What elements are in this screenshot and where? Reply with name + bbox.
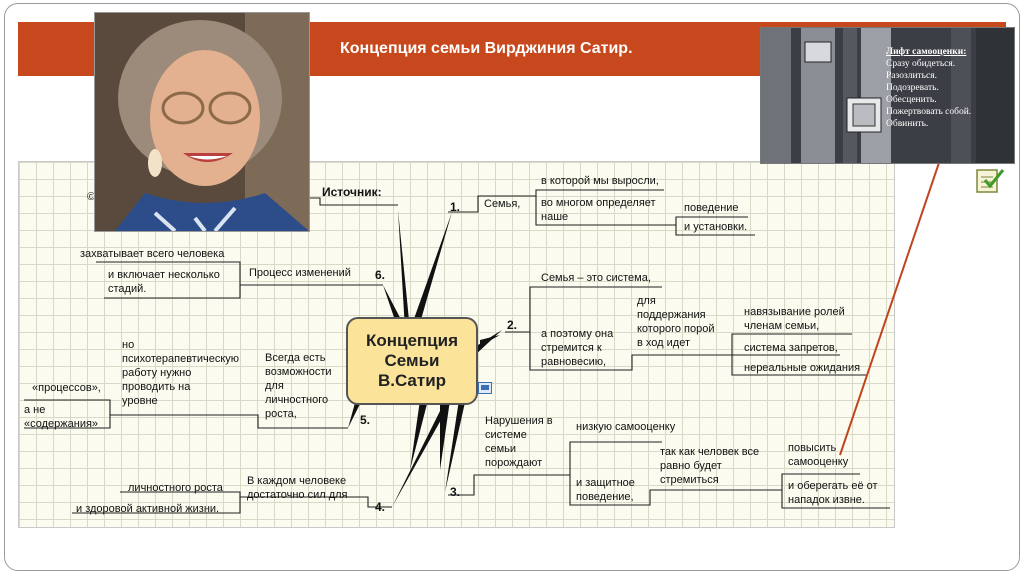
branch-4-sub1: личностного роста [128, 482, 223, 494]
branch-5-number: 5. [360, 413, 371, 427]
portrait-illustration [95, 13, 309, 231]
branch-5-sub2: «процессов», [32, 382, 101, 394]
copyright-mark: © [87, 191, 96, 203]
elevator-line-6: Обвинить. [886, 119, 929, 129]
branch-3-sub5: и оберегать её от нападок извне. [788, 480, 878, 506]
source-label: Источник: [322, 185, 382, 199]
branch-6-number: 6. [375, 268, 386, 282]
branch-2-sub1: а поэтому она стремится к равновесию, [541, 328, 614, 368]
branch-2-number: 2. [507, 318, 518, 332]
branch-1-sub3: поведение [684, 202, 739, 214]
elevator-illustration [761, 28, 1014, 163]
branch-6-label: Процесс изменений [249, 267, 351, 279]
branch-4-sub2: и здоровой активной жизни. [76, 503, 220, 515]
branch-5-sub3: а не «содержания» [24, 404, 99, 430]
branch-6-sub2: и включает несколько стадий. [108, 269, 220, 295]
elevator-caption: Лифт самооценки: Сразу обидеться. Разозл… [886, 46, 1006, 130]
branch-4-number: 4. [375, 500, 386, 514]
branch-3-sub1: низкую самооценку [576, 421, 676, 433]
elevator-image [760, 27, 1015, 164]
branch-1-number: 1. [450, 200, 461, 214]
branch-3-sub4: повысить самооценку [788, 442, 849, 468]
elevator-heading: Лифт самооценки: [886, 47, 967, 57]
elevator-line-4: Обесценить. [886, 95, 937, 105]
branch-1-sub1: в которой мы выросли, [541, 175, 659, 187]
branch-3-sub2: и защитное поведение, [576, 477, 635, 503]
branch-6-sub1: захватывает всего человека [80, 248, 225, 260]
branch-2-item-2: система запретов, [744, 342, 838, 354]
branch-2-item-3: нереальные ожидания [744, 362, 861, 374]
attachment-icon[interactable] [478, 382, 492, 394]
elevator-line-3: Подозревать. [886, 83, 939, 93]
checklist-icon[interactable] [975, 166, 1005, 194]
elevator-line-2: Разозлиться. [886, 71, 937, 81]
branch-2-label: Семья – это система, [541, 272, 651, 284]
branch-1-sub4: и установки. [684, 221, 748, 233]
branch-3-number: 3. [450, 485, 461, 499]
branch-3-label: Нарушения в системе семьи порождают [485, 415, 553, 469]
branch-5-label: Всегда есть возможности для личностного … [265, 352, 332, 420]
branch-2-sub2: для поддержания которого порой в ход иде… [637, 295, 715, 349]
center-node: Концепция Семьи В.Сатир [346, 317, 478, 405]
slide-title: Концепция семьи Вирджиния Сатир. [340, 40, 633, 57]
elevator-line-1: Сразу обидеться. [886, 59, 956, 69]
branch-2-item-1: навязывание ролей членам семьи, [744, 306, 845, 332]
portrait-photo [94, 12, 310, 232]
branch-3-sub3: так как человек все равно будет стремить… [660, 446, 760, 486]
branch-1-sub2: во многом определяет наше [541, 197, 656, 223]
branch-4-label: В каждом человеке достаточно сил для [247, 475, 348, 501]
branch-5-sub1: но психотерапевтическую работу нужно про… [122, 339, 240, 407]
branch-1-label: Семья, [484, 198, 521, 210]
elevator-line-5: Пожертвовать собой. [886, 107, 972, 117]
